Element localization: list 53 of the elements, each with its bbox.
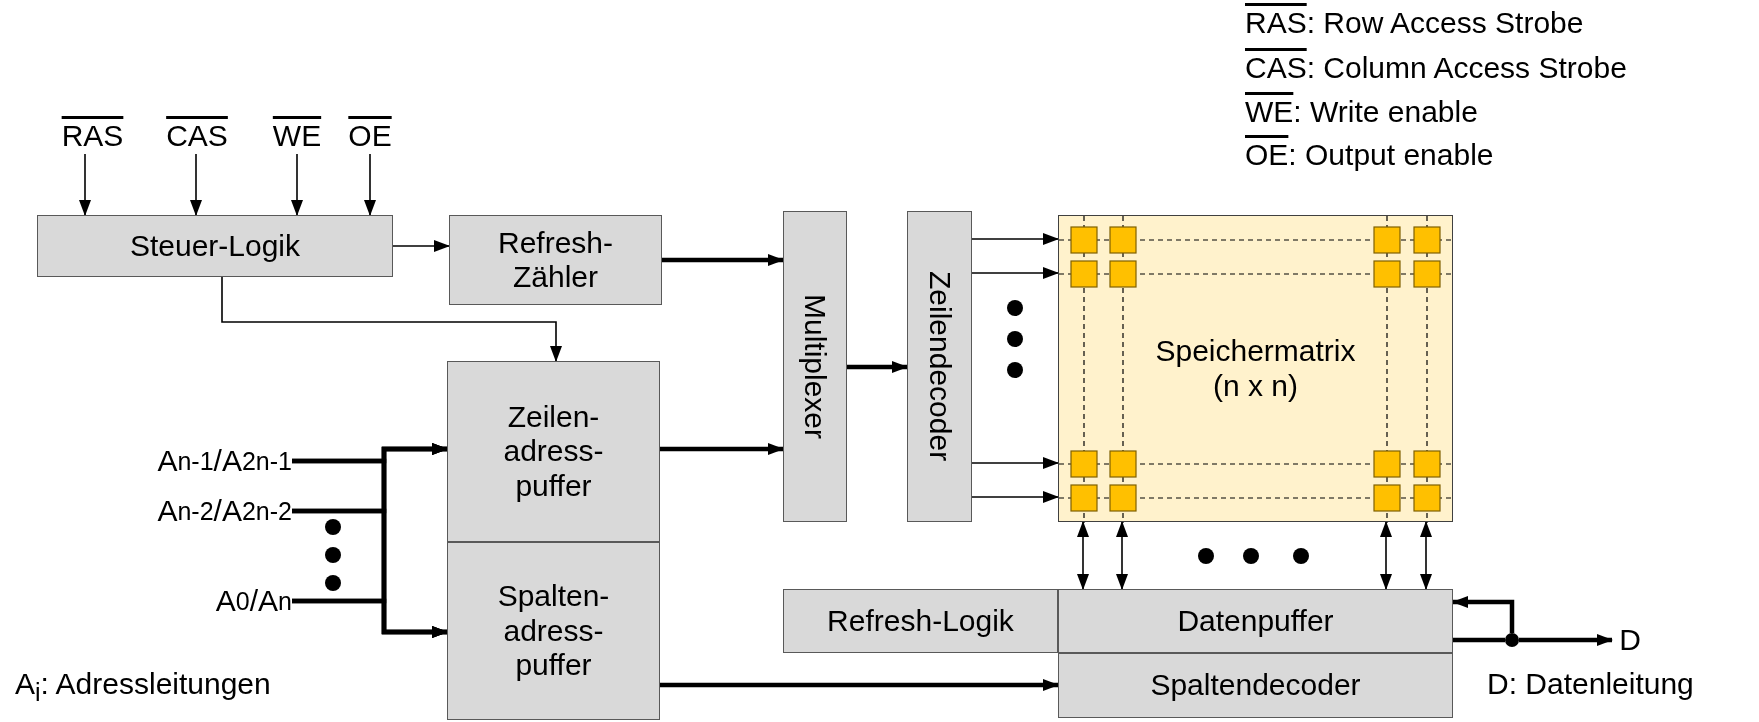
arrow (1452, 596, 1515, 633)
box-label: Spalten-adress-puffer (496, 579, 611, 683)
note-text: D: Datenleitung (1487, 667, 1694, 701)
note-text: A$_{i}$: Adressleitungen (15, 667, 271, 707)
junction-dot (1505, 633, 1519, 647)
arrow (971, 457, 1059, 469)
process-box (37, 215, 393, 277)
signal-label: RAS (50, 118, 135, 154)
legend-entry: OE: Output enable (1245, 138, 1494, 172)
box-label: Spaltendecoder (1150, 668, 1361, 703)
arrow (392, 240, 450, 252)
legend-entry: WE: Write enable (1245, 95, 1478, 129)
arrow (660, 679, 1059, 691)
process-box (449, 215, 662, 305)
process-box (783, 589, 1058, 653)
double-arrow (1420, 521, 1432, 590)
legend-entry: RAS: Row Access Strobe (1245, 6, 1584, 40)
box-label: Steuer-Logik (129, 228, 301, 264)
process-box (447, 361, 660, 542)
process-box (907, 211, 972, 522)
signal-label: OE (340, 118, 400, 154)
double-arrow (1116, 521, 1128, 590)
arrow (291, 153, 303, 216)
box-label: Datenpuffer (1177, 603, 1334, 639)
memory-matrix (1058, 215, 1453, 522)
double-arrow (1077, 521, 1089, 590)
signal-label: D (1612, 622, 1648, 658)
process-box (1058, 653, 1453, 718)
arrow (660, 443, 784, 455)
box-label: Refresh-Logik (827, 603, 1014, 639)
double-arrow (1380, 521, 1392, 590)
box-label: Zeilen-adress-puffer (502, 399, 605, 504)
arrow (79, 153, 91, 216)
box-label: Multiplexer (798, 293, 833, 440)
signal-label: WE (266, 118, 328, 154)
arrow (971, 267, 1059, 279)
arrow (190, 153, 202, 216)
box-label: Zeilendecoder (922, 271, 957, 462)
arrow (662, 254, 784, 266)
process-box (447, 542, 660, 720)
arrow (221, 276, 562, 362)
arrow (971, 233, 1059, 245)
process-box (1058, 589, 1453, 653)
box-label: Refresh-Zähler (496, 225, 614, 295)
arrow (847, 361, 908, 373)
signal-label: CAS (157, 118, 237, 154)
process-box (783, 211, 847, 522)
arrow (364, 153, 376, 216)
arrow (971, 491, 1059, 503)
arrow (292, 598, 448, 638)
connector-line (1453, 637, 1505, 643)
arrow (1519, 634, 1613, 646)
legend-entry: CAS: Column Access Strobe (1245, 51, 1627, 85)
